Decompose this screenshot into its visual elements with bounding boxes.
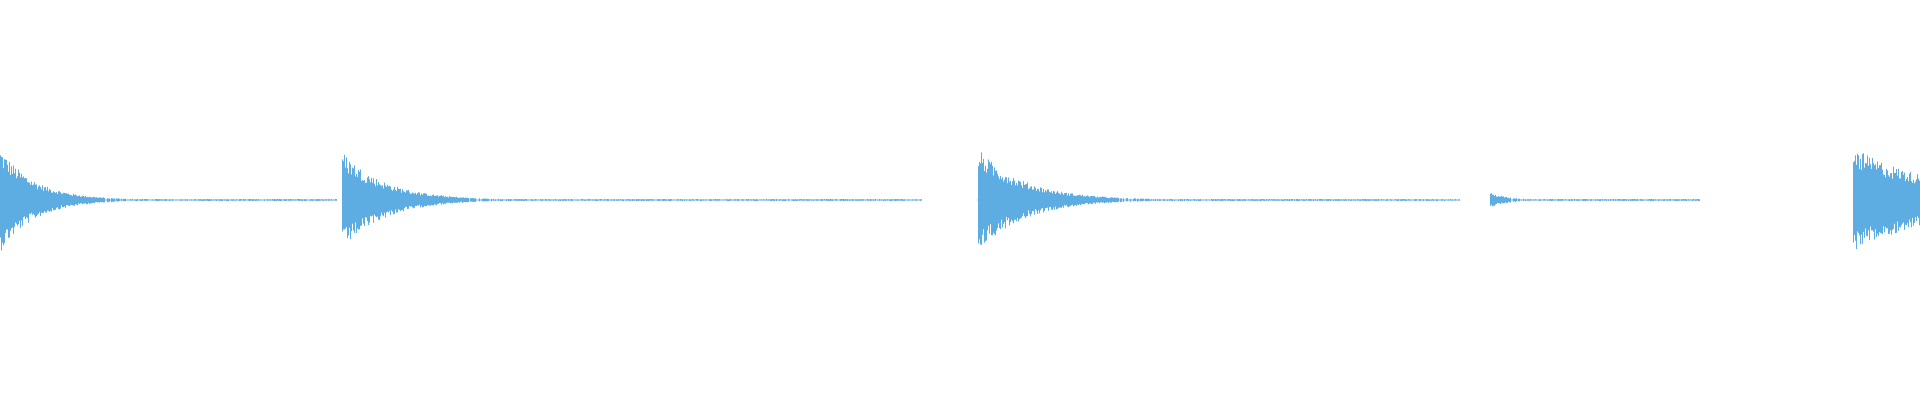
waveform-path — [0, 152, 1920, 251]
waveform-peaks — [0, 152, 1920, 251]
